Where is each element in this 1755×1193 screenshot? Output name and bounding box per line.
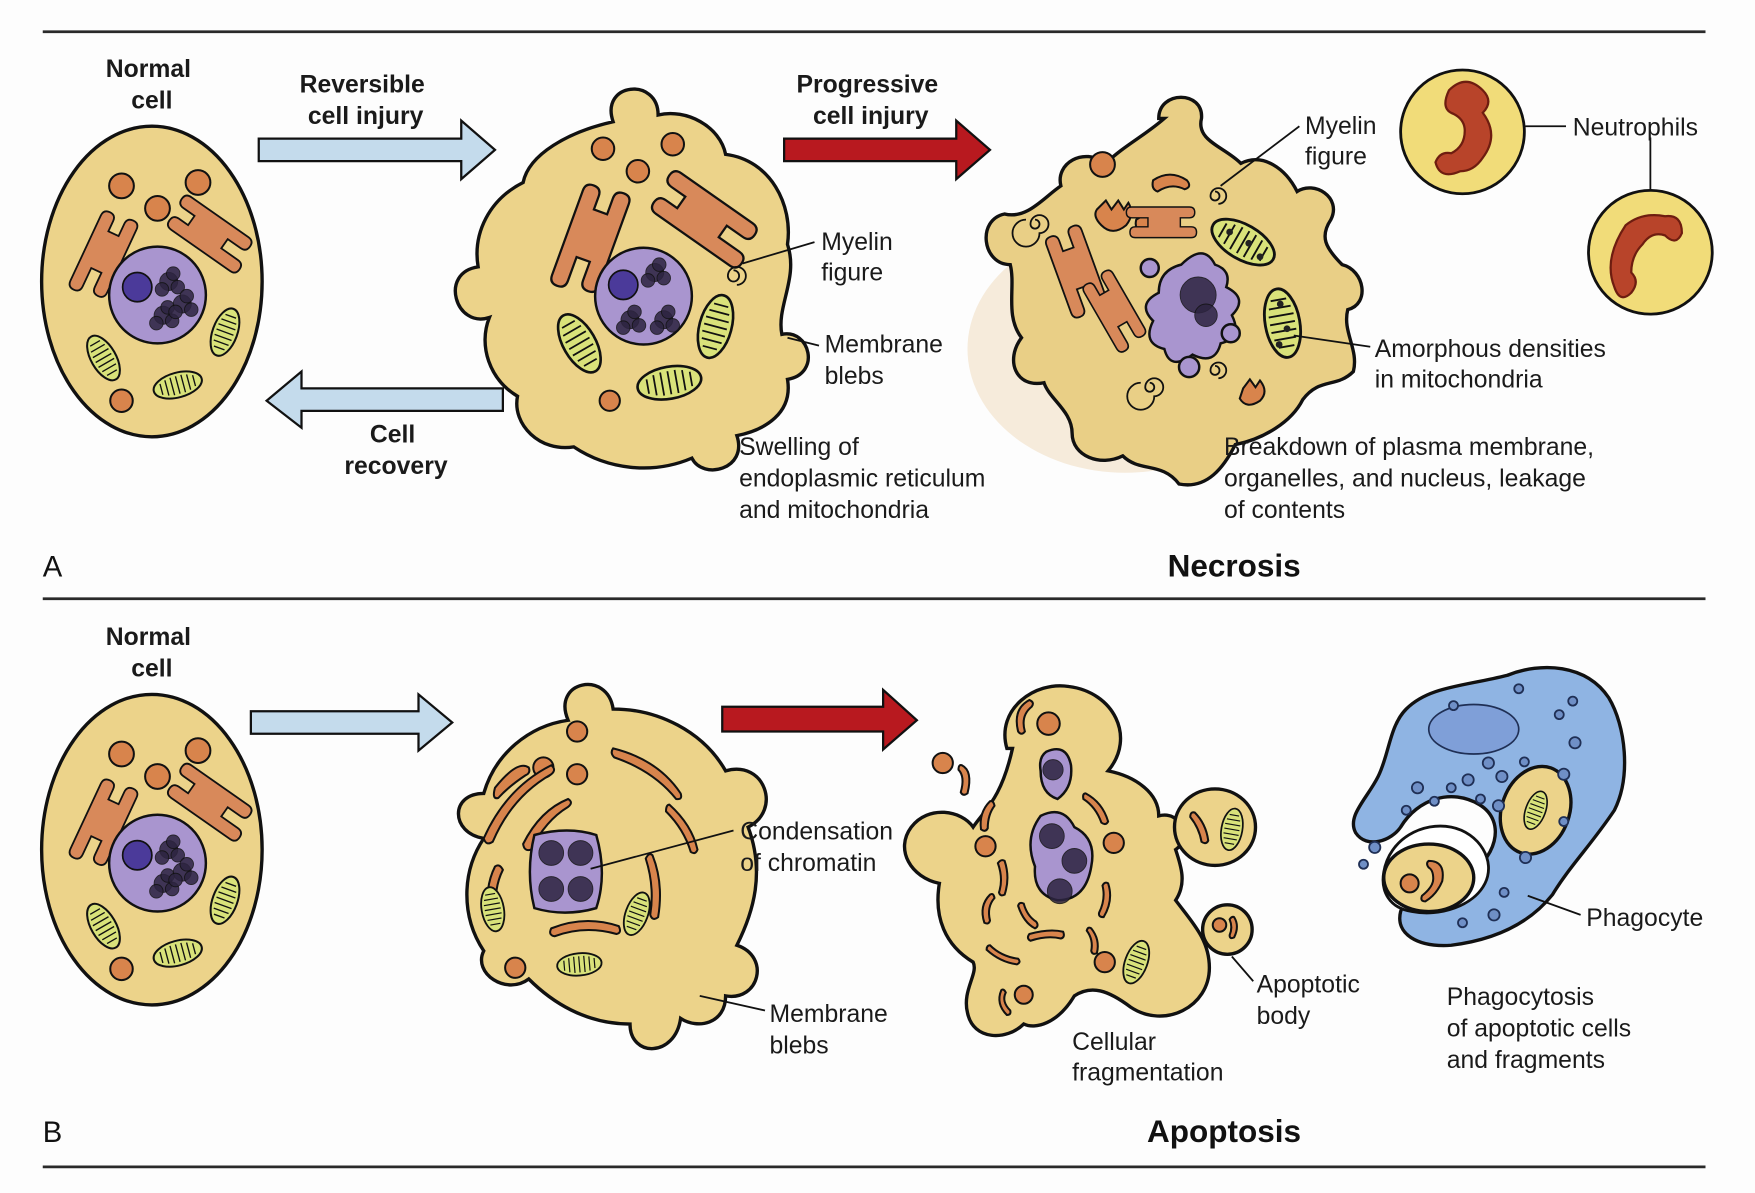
breakdown-caption: Breakdown of plasma membrane, organelles… <box>1224 434 1601 524</box>
amorphous-densities-label: Amorphous densities in mitochondria <box>1375 336 1613 393</box>
normal-cell-b <box>39 692 264 1007</box>
swollen-cell <box>453 87 810 472</box>
myelin-figure-label-1: Myelin figure <box>821 229 899 286</box>
necrosis-title: Necrosis <box>1168 547 1301 583</box>
reversible-injury-label: Reversible cell injury <box>300 72 432 131</box>
condensed-nucleus <box>528 829 604 914</box>
apoptosis-title: Apoptosis <box>1147 1113 1301 1149</box>
phagocytosis-caption: Phagocytosis of apoptotic cells and frag… <box>1447 984 1638 1074</box>
engulfed-apoptotic-body <box>1382 842 1476 914</box>
swelling-caption: Swelling of endoplasmic reticulum and mi… <box>739 434 992 524</box>
normal-cell-a <box>39 124 264 439</box>
myelin-figure-icon <box>1209 187 1228 205</box>
neutrophils-label: Neutrophils <box>1573 114 1698 141</box>
myelin-figure-icon <box>1209 361 1228 380</box>
reversible-injury-arrow <box>257 118 497 182</box>
cell-recovery-arrow <box>264 369 504 431</box>
apoptotic-body <box>1200 903 1254 956</box>
apoptotic-cell-condensing <box>456 682 768 1051</box>
membrane-blebs-label-a: Membrane blebs <box>825 331 950 390</box>
progressive-injury-label: Progressive cell injury <box>796 72 945 131</box>
fragmenting-cell <box>902 684 1212 1038</box>
apoptotic-body-label: Apoptotic body <box>1257 972 1367 1031</box>
panel-a-letter: A <box>43 551 63 583</box>
membrane-blebs-label-b: Membrane blebs <box>770 1001 895 1060</box>
lysosome <box>184 169 212 196</box>
phagocyte-nucleus <box>1427 703 1520 755</box>
lysosome <box>108 172 135 200</box>
condensation-label: Condensation of chromatin <box>740 819 900 878</box>
phagocyte <box>1351 665 1627 948</box>
apoptotic-body <box>1172 787 1258 868</box>
myelin-figure-icon <box>1011 214 1050 248</box>
cellular-fragmentation-label: Cellular fragmentation <box>1072 1029 1223 1086</box>
cell-recovery-label: Cell recovery <box>344 421 447 480</box>
progression-arrow <box>721 687 919 752</box>
myelin-figure-icon <box>1126 377 1165 411</box>
apoptosis-onset-arrow <box>249 691 455 754</box>
nucleus <box>107 245 208 345</box>
phagocyte-label: Phagocyte <box>1586 905 1703 932</box>
panel-b-letter: B <box>43 1117 63 1149</box>
nucleolus <box>121 271 153 303</box>
neutrophil <box>1399 68 1526 196</box>
myelin-figure-label-2: Myelin figure <box>1305 113 1383 170</box>
neutrophil <box>1587 188 1714 316</box>
progressive-injury-arrow <box>783 118 992 182</box>
normal-cell-label-a: Normal cell <box>106 56 198 115</box>
lysosome <box>144 194 171 222</box>
myelin-figure-icon <box>726 266 747 286</box>
normal-cell-label-b: Normal cell <box>106 624 198 683</box>
necrotic-cell <box>967 95 1364 487</box>
